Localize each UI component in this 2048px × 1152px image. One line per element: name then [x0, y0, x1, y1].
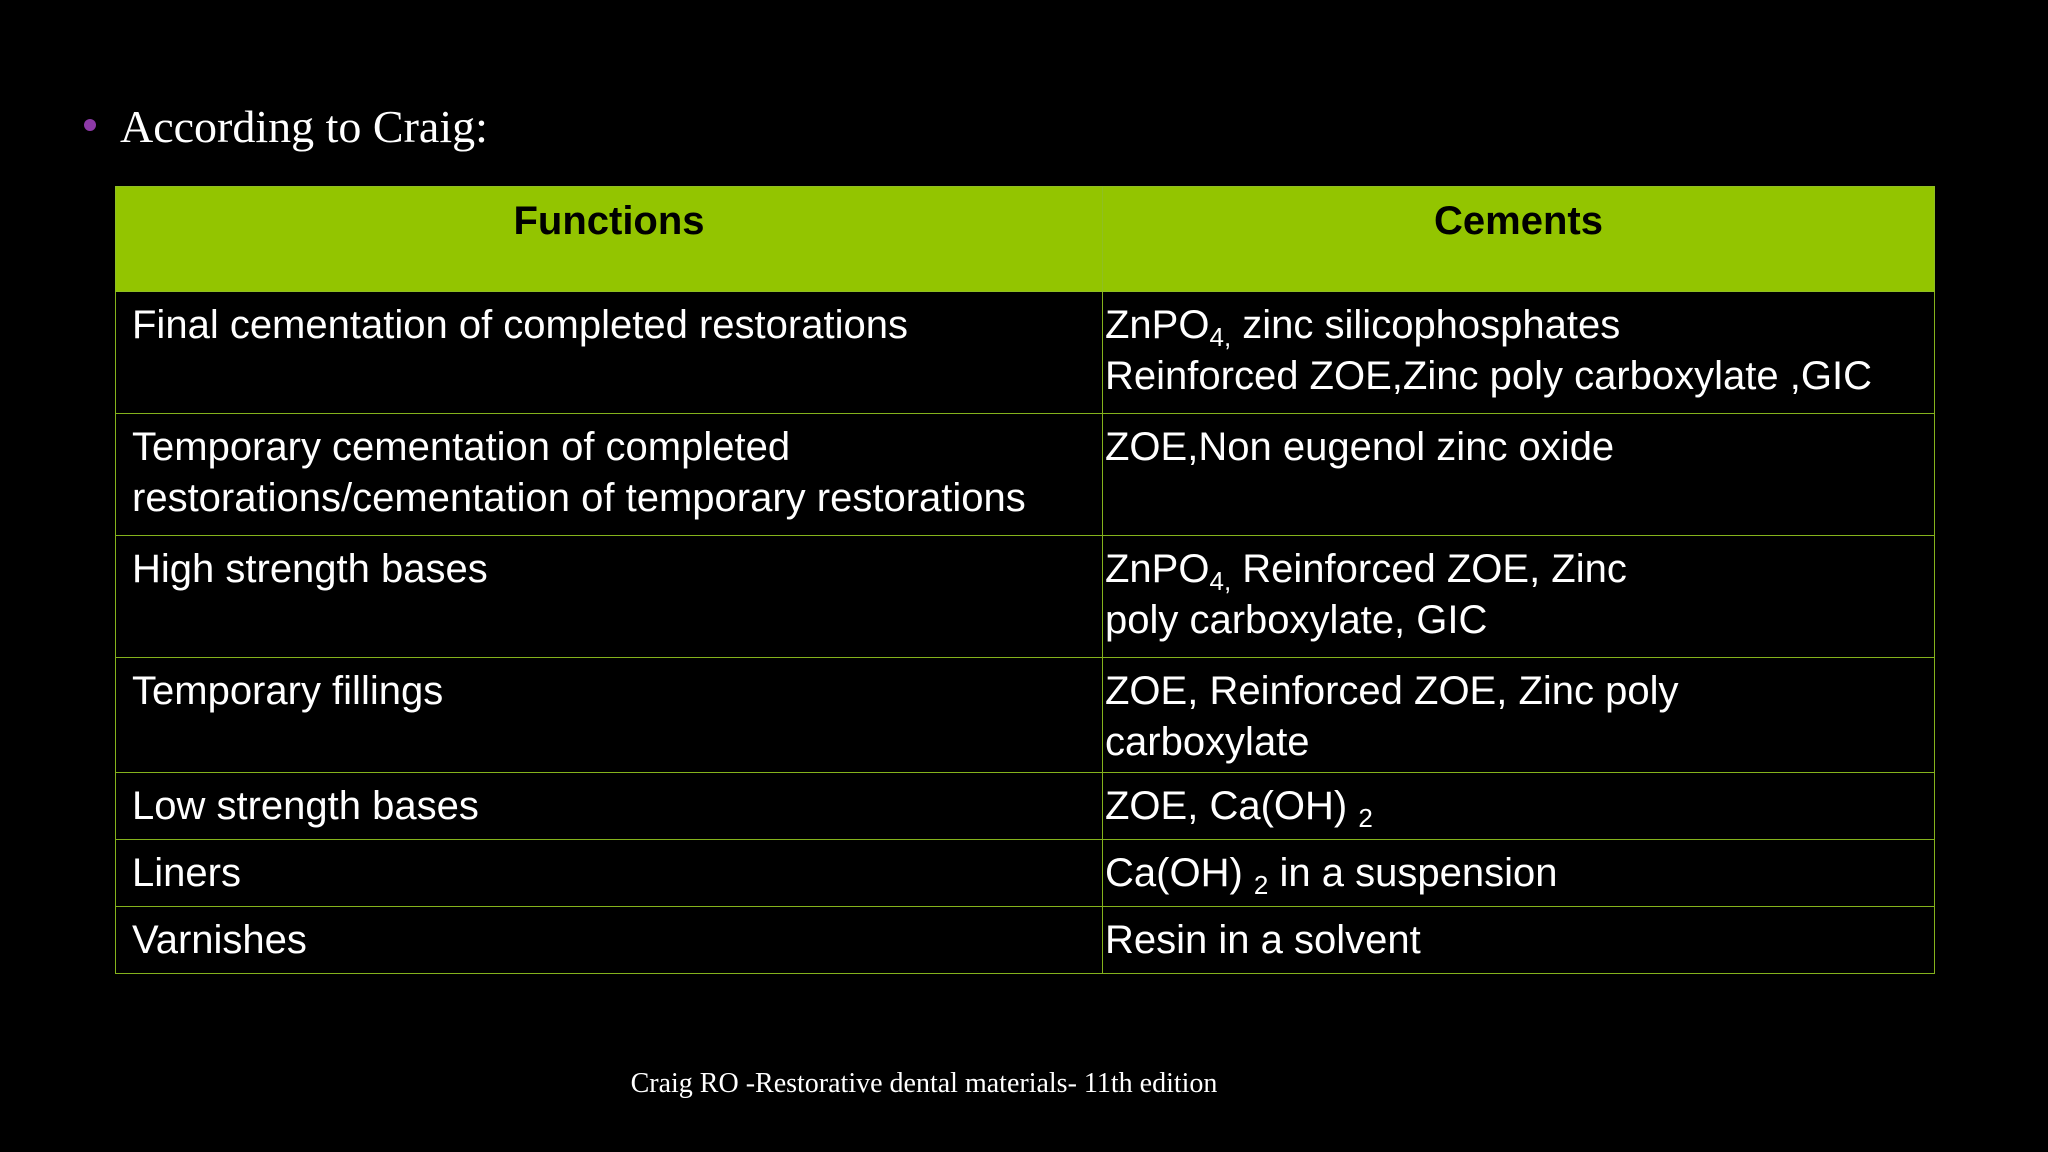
reference-citation: Craig RO -Restorative dental materials- …	[630, 1068, 1218, 1099]
cement-text: ZOE, Ca(OH)	[1105, 784, 1359, 828]
table-row: Temporary cementation of completed resto…	[115, 413, 1935, 536]
function-cell: Final cementation of completed restorati…	[115, 291, 1103, 414]
subscript-text: 4,	[1209, 322, 1232, 352]
function-cell: High strength bases	[115, 535, 1103, 658]
cement-text: ZOE,Non eugenol zinc oxide	[1105, 425, 1615, 469]
bullet-text: According to Craig:	[120, 100, 488, 152]
cement-text: Reinforced ZOE, Zinc poly carboxylate, G…	[1105, 547, 1627, 642]
cement-cell: ZOE, Reinforced ZOE, Zinc poly carboxyla…	[1102, 657, 1935, 773]
function-cell: Low strength bases	[115, 772, 1103, 840]
cement-text: in a suspension	[1268, 851, 1558, 895]
header-functions: Functions	[115, 186, 1103, 292]
subscript-text: 2	[1253, 870, 1269, 900]
cement-cell: Resin in a solvent	[1102, 906, 1935, 974]
subscript-text: 4,	[1209, 566, 1232, 596]
cement-cell: ZOE,Non eugenol zinc oxide	[1102, 413, 1935, 536]
function-cell: Liners	[115, 839, 1103, 907]
header-cements: Cements	[1102, 186, 1935, 292]
cement-cell: ZOE, Ca(OH) 2	[1102, 772, 1935, 840]
cement-text: zinc silicophosphates Reinforced ZOE,Zin…	[1105, 303, 1872, 398]
bullet-dot-icon	[84, 119, 96, 131]
cement-cell: ZnPO4, zinc silicophosphates Reinforced …	[1102, 291, 1935, 414]
cement-functions-table: Functions Cements Final cementation of c…	[115, 186, 1935, 974]
table-row: Final cementation of completed restorati…	[115, 291, 1935, 414]
table-header-row: Functions Cements	[115, 186, 1935, 292]
function-cell: Temporary cementation of completed resto…	[115, 413, 1103, 536]
cement-text: ZnPO	[1105, 303, 1210, 347]
function-cell: Varnishes	[115, 906, 1103, 974]
cement-text: Ca(OH)	[1105, 851, 1254, 895]
cement-text: ZOE, Reinforced ZOE, Zinc poly carboxyla…	[1105, 669, 1679, 764]
cement-cell: Ca(OH) 2 in a suspension	[1102, 839, 1935, 907]
function-cell: Temporary fillings	[115, 657, 1103, 773]
cement-text: ZnPO	[1105, 547, 1210, 591]
bullet-point: According to Craig:	[84, 96, 488, 156]
cement-text: Resin in a solvent	[1105, 918, 1421, 962]
cement-cell: ZnPO4, Reinforced ZOE, Zinc poly carboxy…	[1102, 535, 1935, 658]
subscript-text: 2	[1358, 803, 1373, 833]
